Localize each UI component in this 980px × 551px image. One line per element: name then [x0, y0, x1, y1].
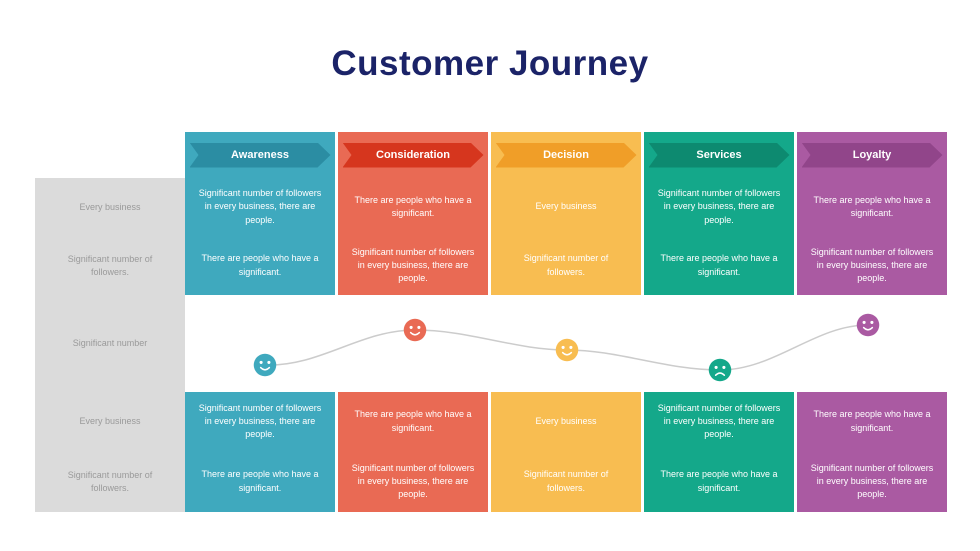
column-top-block: Loyalty There are people who have a sign…: [797, 132, 947, 295]
stage-cell: There are people who have a significant.: [813, 194, 931, 218]
sidebar-body: Every business Significant number of fol…: [35, 178, 185, 512]
column-services: Services Significant number of followers…: [644, 132, 794, 512]
row-label: Significant number of followers.: [67, 469, 153, 493]
stage-cell: Significant number of followers.: [523, 469, 609, 493]
column-bottom-block: There are people who have a significant.…: [338, 392, 488, 512]
column-bottom-block: Significant number of followers in every…: [185, 392, 335, 512]
stage-header: Decision: [491, 132, 641, 178]
stage-arrow-banner: Consideration: [343, 143, 484, 168]
stage-label: Loyalty: [852, 149, 892, 161]
row-labels-sidebar: Every business Significant number of fol…: [35, 132, 185, 512]
column-top-block: Services Significant number of followers…: [644, 132, 794, 295]
stage-cell: Significant number of followers in every…: [657, 402, 781, 440]
column-bottom-block: There are people who have a significant.…: [797, 392, 947, 512]
timeline-gap: [491, 295, 641, 392]
stage-header: Loyalty: [797, 132, 947, 178]
stage-cell: Every business: [535, 415, 597, 426]
slide-title: Customer Journey: [331, 44, 649, 83]
timeline-gap: [797, 295, 947, 392]
stage-arrow-banner: Services: [649, 143, 790, 168]
stage-cell: Significant number of followers in every…: [810, 462, 934, 500]
timeline-gap: [338, 295, 488, 392]
column-bottom-block: Every business Significant number of fol…: [491, 392, 641, 512]
stage-arrow-banner: Decision: [496, 143, 637, 168]
stage-columns: Awareness Significant number of follower…: [185, 132, 947, 512]
stage-cell: There are people who have a significant.: [660, 253, 778, 277]
row-label: Significant number of followers.: [67, 253, 153, 277]
column-top-block: Consideration There are people who have …: [338, 132, 488, 295]
stage-cell: There are people who have a significant.: [660, 469, 778, 493]
stage-arrow-banner: Awareness: [190, 143, 331, 168]
stage-cell: Significant number of followers in every…: [810, 246, 934, 284]
column-top-block: Decision Every business Significant numb…: [491, 132, 641, 295]
column-awareness: Awareness Significant number of follower…: [185, 132, 335, 512]
column-decision: Decision Every business Significant numb…: [491, 132, 641, 512]
stage-header: Consideration: [338, 132, 488, 178]
stage-label: Consideration: [376, 149, 450, 161]
row-label: Every business: [79, 416, 141, 427]
stage-cell: Significant number of followers in every…: [351, 462, 475, 500]
stage-cell: There are people who have a significant.: [354, 194, 472, 218]
column-top-block: Awareness Significant number of follower…: [185, 132, 335, 295]
journey-board: Every business Significant number of fol…: [35, 132, 947, 512]
stage-cell: Significant number of followers in every…: [351, 246, 475, 284]
timeline-gap: [644, 295, 794, 392]
stage-label: Services: [696, 149, 742, 161]
row-label: Significant number: [72, 338, 148, 349]
row-label: Every business: [79, 201, 141, 212]
stage-cell: There are people who have a significant.: [201, 253, 319, 277]
stage-label: Awareness: [231, 149, 289, 161]
stage-label: Decision: [543, 149, 589, 161]
stage-header: Awareness: [185, 132, 335, 178]
stage-cell: There are people who have a significant.: [201, 469, 319, 493]
stage-cell: Significant number of followers in every…: [198, 402, 322, 440]
stage-cell: Significant number of followers.: [523, 253, 609, 277]
stage-cell: Significant number of followers in every…: [657, 188, 781, 225]
column-bottom-block: Significant number of followers in every…: [644, 392, 794, 512]
column-consideration: Consideration There are people who have …: [338, 132, 488, 512]
stage-header: Services: [644, 132, 794, 178]
column-loyalty: Loyalty There are people who have a sign…: [797, 132, 947, 512]
sidebar-spacer: [35, 132, 185, 178]
stage-arrow-banner: Loyalty: [802, 143, 943, 168]
stage-cell: There are people who have a significant.: [354, 409, 472, 433]
stage-cell: There are people who have a significant.: [813, 409, 931, 433]
stage-cell: Significant number of followers in every…: [198, 188, 322, 225]
stage-cell: Every business: [535, 201, 597, 212]
timeline-gap: [185, 295, 335, 392]
